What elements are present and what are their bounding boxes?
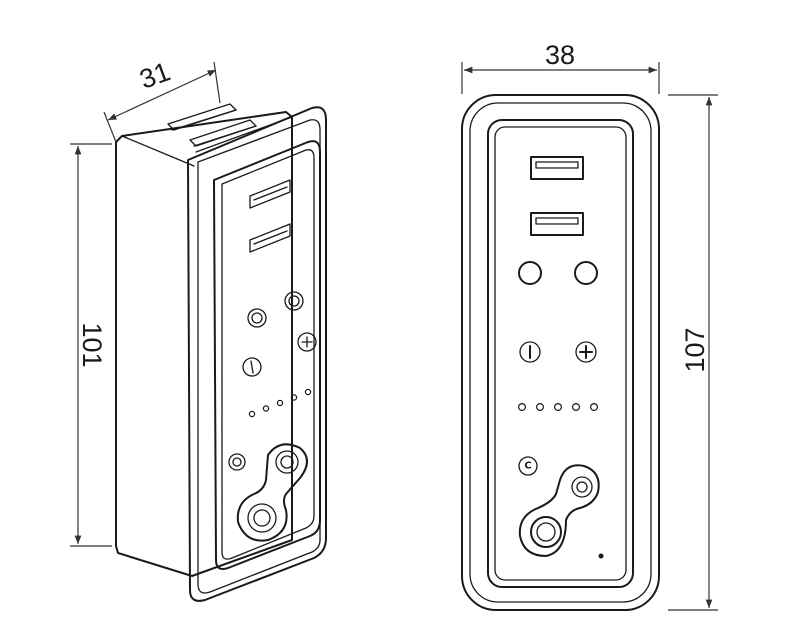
front-outer-frame <box>461 94 660 611</box>
iso-power-icon <box>242 357 262 377</box>
iso-c-icon <box>228 453 246 471</box>
front-round-button <box>574 261 598 285</box>
iso-led-dot <box>276 399 284 407</box>
iso-usb-port <box>249 179 291 209</box>
front-view: C 38 107 <box>461 40 718 611</box>
front-usb-port <box>530 212 584 236</box>
dimension-depth-label: 31 <box>136 56 174 94</box>
dimension-width-front-label: 38 <box>545 40 575 70</box>
front-led-dot <box>553 403 562 412</box>
front-c-icon: C <box>518 456 538 476</box>
iso-round-button <box>284 291 304 311</box>
front-led-dot <box>535 403 544 412</box>
front-outer-frame-inner <box>469 102 652 603</box>
dimension-height-front: 107 <box>668 94 718 611</box>
front-faceplate <box>487 119 634 588</box>
iso-led-dot <box>262 405 270 412</box>
dimension-height-iso-label: 101 <box>77 322 107 367</box>
front-small-dot <box>598 553 604 559</box>
front-led-dot <box>571 403 580 412</box>
dimension-width-front: 38 <box>461 40 660 94</box>
front-faceplate-inner <box>494 126 627 581</box>
iso-faceplate-inner <box>221 149 315 560</box>
iso-socket <box>236 443 308 542</box>
iso-led-dot <box>290 394 298 401</box>
iso-led-dot <box>304 388 312 396</box>
iso-usb-port <box>249 223 291 253</box>
iso-front-frame <box>187 106 327 602</box>
iso-led-dot <box>248 410 256 418</box>
dimension-height-iso: 101 <box>70 143 112 547</box>
iso-front-frame-inner <box>197 119 321 594</box>
iso-top-usb-ports <box>167 103 257 147</box>
isometric-view: 31 101 <box>70 56 327 602</box>
front-round-button <box>518 261 542 285</box>
front-plus-icon <box>575 341 597 363</box>
front-led-dot <box>589 403 598 412</box>
iso-led-row <box>248 388 312 418</box>
iso-faceplate <box>213 140 321 570</box>
front-power-icon <box>519 341 541 363</box>
front-led-row <box>517 403 598 412</box>
svg-text:C: C <box>524 461 531 472</box>
iso-body-edge <box>121 135 195 167</box>
front-socket <box>518 464 600 557</box>
iso-body-outline <box>115 111 293 577</box>
iso-round-button <box>247 308 267 328</box>
dimension-height-front-label: 107 <box>680 327 710 372</box>
iso-plus-icon <box>297 332 317 352</box>
front-led-dot <box>517 403 526 412</box>
front-usb-port <box>530 156 584 180</box>
